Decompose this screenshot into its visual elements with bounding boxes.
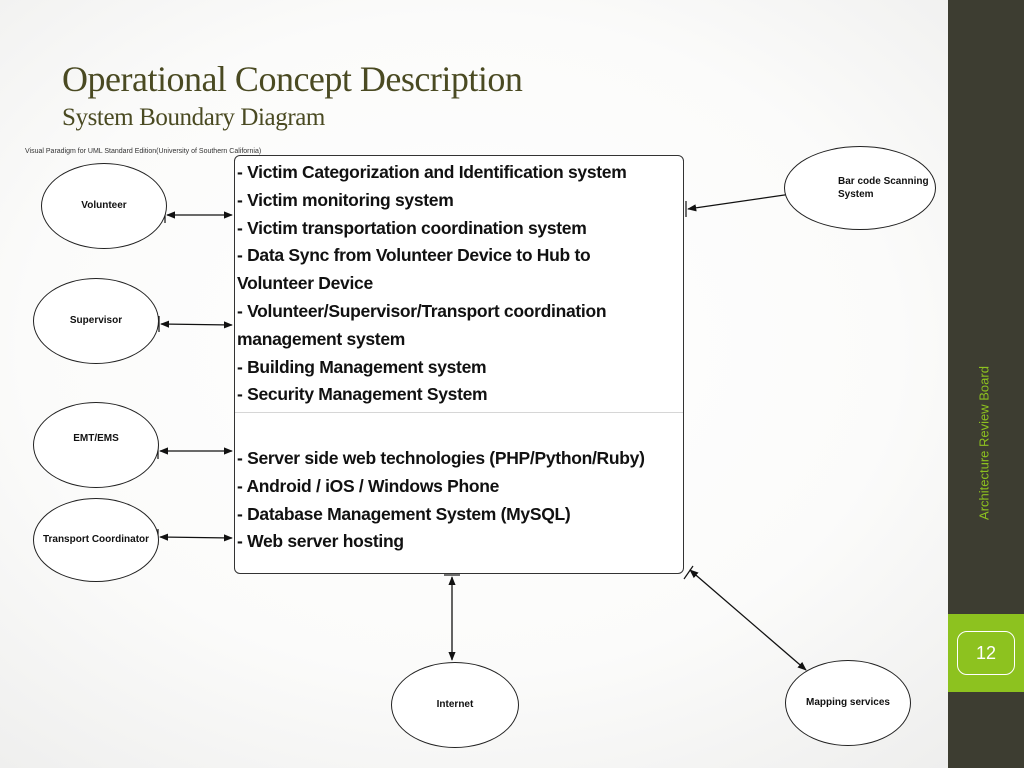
actor-emt-ems: EMT/EMS bbox=[33, 402, 159, 488]
system-function-item: - Building Management system bbox=[237, 356, 487, 377]
system-function-item: management system bbox=[237, 328, 406, 349]
system-technology-item: - Database Management System (MySQL) bbox=[237, 503, 571, 524]
diagram-watermark: Visual Paradigm for UML Standard Edition… bbox=[25, 148, 262, 155]
system-function-item: - Victim monitoring system bbox=[237, 189, 454, 210]
connector-transport bbox=[159, 533, 233, 542]
system-technologies-list: - Server side web technologies (PHP/Pyth… bbox=[235, 445, 679, 556]
system-technology-item: - Android / iOS / Windows Phone bbox=[237, 475, 500, 496]
system-function-item: Volunteer Device bbox=[237, 273, 373, 294]
slide-subtitle: System Boundary Diagram bbox=[62, 104, 325, 131]
actor-internet: Internet bbox=[391, 662, 519, 748]
actor-barcode-label-line1: Bar code Scanning bbox=[838, 175, 929, 187]
actor-transport-coordinator: Transport Coordinator bbox=[33, 498, 159, 582]
system-function-item: - Victim Categorization and Identificati… bbox=[237, 162, 627, 182]
connector-mapping bbox=[689, 569, 807, 671]
system-boundary-box: - Victim Categorization and Identificati… bbox=[234, 155, 684, 574]
system-technology-item: - Server side web technologies (PHP/Pyth… bbox=[237, 448, 645, 468]
actor-emt-ems-label: EMT/EMS bbox=[73, 433, 119, 445]
system-technology-item: - Web server hosting bbox=[237, 531, 404, 552]
page-number: 12 bbox=[975, 643, 997, 663]
actor-volunteer-label: Volunteer bbox=[81, 200, 127, 212]
actor-mapping-services: Mapping services bbox=[785, 660, 911, 746]
actor-internet-label: Internet bbox=[436, 699, 474, 711]
system-function-item: - Victim transportation coordination sys… bbox=[237, 217, 587, 238]
system-function-item: - Volunteer/Supervisor/Transport coordin… bbox=[237, 300, 607, 321]
system-function-item: - Data Sync from Volunteer Device to Hub… bbox=[237, 245, 591, 266]
system-functions-list: - Victim Categorization and Identificati… bbox=[235, 159, 679, 409]
system-function-item: - Security Management System bbox=[237, 384, 488, 405]
actor-mapping-services-label: Mapping services bbox=[806, 697, 890, 709]
actor-transport-coordinator-label: Transport Coordinator bbox=[42, 534, 150, 546]
system-box-divider bbox=[235, 412, 683, 413]
connector-supervisor bbox=[160, 320, 233, 329]
actor-supervisor: Supervisor bbox=[33, 278, 159, 364]
actor-barcode-scanning-system: Bar code Scanning System bbox=[784, 146, 936, 230]
actor-volunteer: Volunteer bbox=[41, 163, 167, 249]
actor-supervisor-label: Supervisor bbox=[69, 315, 123, 327]
page-number-badge: 12 bbox=[948, 614, 1024, 692]
side-panel-label: Architecture Review Board bbox=[976, 366, 992, 520]
actor-barcode-label-line2: System bbox=[838, 189, 874, 200]
page-number-frame bbox=[957, 631, 1015, 675]
slide-title: Operational Concept Description bbox=[62, 59, 523, 99]
